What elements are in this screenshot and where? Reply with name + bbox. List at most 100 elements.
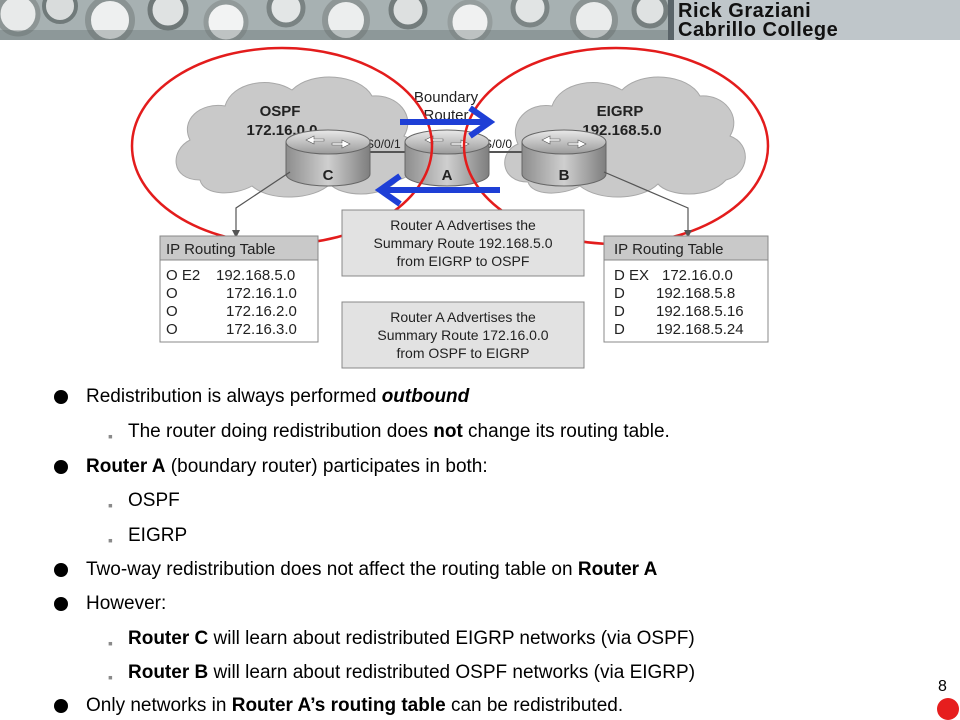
left-table-row-network: 172.16.2.0: [226, 303, 297, 320]
bullet-text-run: can be redistributed.: [445, 695, 624, 716]
bullet-text-run: Router A: [86, 456, 166, 477]
eigrp-cloud-network: 192.168.5.0: [582, 122, 661, 139]
bullet-text: Router C will learn about redistributed …: [128, 628, 695, 649]
router-c-connector-arrowhead: [232, 230, 240, 238]
right-table-row-code: D: [614, 321, 625, 338]
router-c-icon: C: [285, 129, 371, 187]
institution-name: Cabrillo College: [678, 19, 839, 40]
sub-bullet-square-icon: ▪: [108, 532, 113, 548]
bullet-text-run: (boundary router) participates in both:: [165, 456, 488, 477]
advert-bottom-line3: from OSPF to EIGRP: [396, 345, 529, 361]
sub-bullet-square-icon: ▪: [108, 669, 113, 685]
bullet-text-run: Router A: [577, 559, 658, 580]
bullet-item: Router A (boundary router) participates …: [54, 456, 488, 478]
brand-stripe: [668, 0, 674, 40]
redistribution-diagram: OSPF 172.16.0.0 EIGRP 192.168.5.0 Bounda…: [130, 46, 770, 369]
bullet-text-run: However:: [86, 593, 167, 614]
bullet-dot-icon: [54, 699, 68, 713]
router-c-routing-table: IP Routing Table O E2 192.168.5.0 O 172.…: [159, 235, 319, 343]
boundary-label-line1: Boundary: [414, 89, 479, 106]
sub-bullet-item: ▪The router doing redistribution does no…: [108, 421, 670, 444]
interface-right-label: S/0/0: [484, 137, 512, 151]
bullet-text: OSPF: [128, 490, 180, 511]
bullet-text-run: The router doing redistribution does: [128, 421, 434, 442]
advert-top-line2: Summary Route 192.168.5.0: [374, 235, 553, 251]
right-table-row-network: 192.168.5.16: [656, 303, 744, 320]
sub-bullet-item: ▪ EIGRP: [108, 525, 187, 548]
router-b-label: B: [559, 167, 570, 184]
bullet-text-run: Redistribution is always performed: [86, 386, 382, 407]
bullet-text-run: Router B: [128, 662, 209, 683]
bullet-text-run: Only networks in: [86, 695, 232, 716]
bullet-text-run: not: [433, 421, 463, 442]
router-b-routing-table: IP Routing Table D EX 172.16.0.0 D 192.1…: [603, 235, 769, 343]
left-table-row-code: O E2: [166, 267, 200, 284]
advert-top-line1: Router A Advertises the: [390, 217, 536, 233]
bullet-dot-icon: [54, 390, 68, 404]
router-b-icon: B: [521, 129, 607, 187]
right-table-row-network: 172.16.0.0: [662, 267, 733, 284]
left-table-row-network: 172.16.1.0: [226, 285, 297, 302]
bullet-text: Router B will learn about redistributed …: [128, 662, 695, 683]
right-table-row-network: 192.168.5.24: [656, 321, 744, 338]
left-table-row-code: O: [166, 285, 178, 302]
sub-bullet-square-icon: ▪: [108, 635, 113, 651]
left-table-row-network: 192.168.5.0: [216, 267, 295, 284]
right-table-row-code: D EX: [614, 267, 649, 284]
advert-top-line3: from EIGRP to OSPF: [397, 253, 530, 269]
router-c-connector: [235, 171, 291, 236]
interface-left-label: S0/0/1: [366, 137, 401, 151]
bullet-text-run: Router C: [128, 628, 209, 649]
bullet-text: Two-way redistribution does not affect t…: [86, 559, 657, 580]
bullet-dot-icon: [54, 597, 68, 611]
arrow-to-eigrp-icon: [400, 105, 496, 139]
sub-bullet-square-icon: ▪: [108, 497, 113, 513]
advert-box-ospf-to-eigrp: Router A Advertises the Summary Route 17…: [341, 301, 585, 369]
bullet-item: Redistribution is always performed outbo…: [54, 386, 469, 408]
bullet-dot-icon: [54, 460, 68, 474]
sub-bullet-item: ▪ Router B will learn about redistributed…: [108, 662, 695, 685]
router-c-label: C: [323, 167, 334, 184]
right-table-row-code: D: [614, 303, 625, 320]
left-table-title: IP Routing Table: [166, 241, 276, 258]
sub-bullet-item: ▪ Router C will learn about redistributed…: [108, 628, 695, 651]
bullet-text: Router A (boundary router) participates …: [86, 456, 488, 477]
bullet-item: However:: [54, 593, 166, 615]
header-banner: Rick Graziani Cabrillo College: [0, 0, 960, 40]
red-dot-icon: [937, 698, 959, 720]
bullet-text-run: OSPF: [128, 490, 180, 511]
advert-box-eigrp-to-ospf: Router A Advertises the Summary Route 19…: [341, 209, 585, 277]
bullet-text: Redistribution is always performed outbo…: [86, 386, 469, 407]
page-number: 8: [938, 678, 947, 695]
bullet-text: EIGRP: [128, 525, 187, 546]
bullet-text: However:: [86, 593, 166, 614]
bullet-text-run: Two-way redistribution does not affect t…: [86, 559, 578, 580]
sub-bullet-item: ▪ OSPF: [108, 490, 180, 513]
bullet-dot-icon: [54, 563, 68, 577]
eigrp-cloud-name: EIGRP: [597, 103, 644, 120]
bullet-text-run: EIGRP: [128, 525, 188, 546]
bullet-text-run: will learn about redistributed OSPF netw…: [208, 662, 696, 683]
router-b-connector-arrowhead: [684, 230, 692, 238]
bullet-item: Only networks in Router A’s routing tabl…: [54, 695, 623, 717]
bullet-text-run: outbound: [381, 386, 470, 407]
author-name: Rick Graziani: [678, 0, 812, 22]
bullet-text-run: Router A’s routing table: [231, 695, 446, 716]
bullet-item: Two-way redistribution does not affect t…: [54, 559, 657, 581]
bullet-text: The router doing redistribution does not…: [128, 421, 670, 442]
brand-panel: [668, 0, 960, 40]
router-b-connector: [603, 171, 689, 236]
arrow-to-ospf-icon: [374, 173, 500, 207]
header-photo-strip: [0, 0, 668, 40]
bullet-text-run: will learn about redistributed EIGRP net…: [208, 628, 695, 649]
advert-bottom-line2: Summary Route 172.16.0.0: [377, 327, 548, 343]
right-table-row-code: D: [614, 285, 625, 302]
bullet-text-run: change its routing table.: [462, 421, 670, 442]
router-a-icon: A: [404, 129, 490, 187]
ospf-cloud-name: OSPF: [260, 103, 301, 120]
router-a-label: A: [442, 167, 453, 184]
bullet-text: Only networks in Router A’s routing tabl…: [86, 695, 623, 716]
right-table-row-network: 192.168.5.8: [656, 285, 735, 302]
advert-bottom-line1: Router A Advertises the: [390, 309, 536, 325]
left-table-row-code: O: [166, 321, 178, 338]
